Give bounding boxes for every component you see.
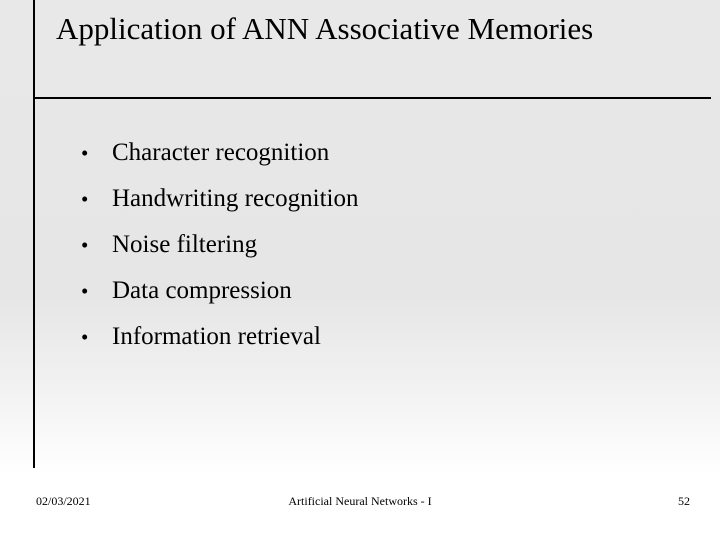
list-item-label: Information retrieval: [112, 323, 321, 350]
bullet-icon: •: [81, 233, 89, 257]
list-item-label: Noise filtering: [112, 231, 258, 258]
bullet-icon: •: [81, 279, 89, 303]
bullet-icon: •: [81, 141, 89, 165]
footer-date: 02/03/2021: [36, 494, 91, 508]
list-item: • Character recognition: [62, 130, 682, 176]
vertical-divider: [33, 0, 35, 468]
list-item: • Data compression: [62, 268, 682, 314]
footer-title: Artificial Neural Networks - I: [288, 494, 432, 508]
slide-title: Application of ANN Associative Memories: [56, 11, 594, 46]
list-item: • Information retrieval: [62, 314, 682, 360]
horizontal-divider: [33, 97, 711, 99]
list-item-label: Handwriting recognition: [112, 185, 359, 212]
list-item-label: Data compression: [112, 277, 292, 304]
list-item: • Handwriting recognition: [62, 176, 682, 222]
footer-page-number: 52: [678, 494, 690, 508]
bullet-icon: •: [81, 187, 89, 211]
slide-footer: 02/03/2021 Artificial Neural Networks - …: [0, 494, 720, 514]
list-item: • Noise filtering: [62, 222, 682, 268]
bullet-list: • Character recognition • Handwriting re…: [62, 130, 682, 360]
list-item-label: Character recognition: [112, 139, 330, 166]
bullet-icon: •: [81, 325, 89, 349]
